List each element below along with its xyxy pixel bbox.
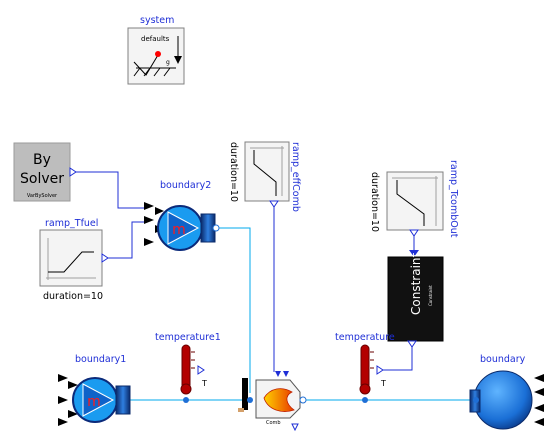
ramp-tcombout-block[interactable]: ramp_TcombOut duration=10: [369, 160, 459, 238]
by-solver-output-port[interactable]: [69, 167, 77, 177]
boundary-input-arrow-2: [534, 388, 544, 396]
boundary1-input-arrow-5: [58, 418, 68, 426]
fluid-line-boundary2-combustor[interactable]: [219, 227, 251, 393]
temperature-sensor[interactable]: temperature T: [335, 332, 395, 403]
boundary2-input-arrow-1: [144, 202, 154, 210]
temperature1-output-port[interactable]: [197, 365, 205, 375]
signal-line-ramptfuel-boundary2[interactable]: [108, 221, 146, 259]
temperature-port-label: T: [380, 379, 386, 388]
boundary2-input-arrow-5: [144, 238, 154, 246]
temperature1-thermometer-icon: [181, 344, 191, 390]
by-solver-block[interactable]: By Solver VarBySolver: [13, 142, 77, 202]
system-label: system: [140, 15, 174, 26]
signal-line-bysolver-boundary2[interactable]: [70, 171, 146, 209]
boundary-input-arrow-3: [534, 404, 544, 412]
combustor-outlet-port[interactable]: [299, 396, 307, 404]
constraint-label: Constraint: [409, 252, 423, 315]
boundary-label: boundary: [480, 354, 526, 365]
boundary1-m-symbol: m: [87, 394, 101, 410]
combustor-block[interactable]: Comb: [238, 371, 307, 432]
temperature1-sensor[interactable]: temperature1 T: [155, 332, 221, 403]
ramp-effcomb-output-port[interactable]: [269, 200, 279, 208]
boundary1-input-arrow-1: [58, 374, 68, 382]
boundary-input-arrow-4: [534, 418, 544, 426]
boundary2-input-arrow-2: [144, 216, 154, 224]
combustor-caption: Comb: [266, 420, 281, 426]
system-block[interactable]: system defaults g: [127, 15, 185, 85]
ramp-effcomb-block[interactable]: ramp_effComb duration=10: [228, 141, 301, 212]
boundary2-fluid-port[interactable]: [212, 224, 220, 232]
ramp-tfuel-label: ramp_Tfuel: [45, 218, 98, 229]
connections: [70, 171, 476, 401]
combustor-inlet-flange: [242, 378, 248, 410]
ramp-tfuel-block[interactable]: ramp_Tfuel duration=10: [39, 218, 109, 302]
temperature1-port-label: T: [201, 379, 207, 388]
temperature1-label: temperature1: [155, 332, 221, 343]
boundary1-input-arrow-3: [58, 396, 68, 404]
ramp-effcomb-label: ramp_effComb: [290, 142, 301, 212]
boundary1-input-arrow-2: [68, 381, 78, 389]
boundary-input-arrow-1: [534, 374, 544, 382]
system-defaults-text: defaults: [141, 35, 170, 43]
combustor-output-port[interactable]: [291, 423, 299, 432]
boundary1-label: boundary1: [75, 354, 126, 365]
ramp-tcombout-param: duration=10: [369, 172, 380, 232]
ramp-tcombout-label: ramp_TcombOut: [448, 160, 459, 238]
ramp-tcombout-output-port[interactable]: [409, 229, 419, 237]
system-ball-icon: [155, 51, 161, 57]
ramp-tfuel-output-port[interactable]: [101, 253, 109, 263]
boundary-fluid-port[interactable]: [473, 397, 479, 403]
temperature-output-port[interactable]: [376, 365, 384, 375]
temperature-label: temperature: [335, 332, 395, 343]
boundary1-port-flange: [115, 385, 131, 415]
constraint-input-port[interactable]: [409, 250, 419, 257]
boundary1-input-arrow-4: [68, 410, 78, 418]
by-solver-caption: VarBySolver: [27, 193, 58, 199]
boundary-reservoir-icon: [473, 370, 533, 430]
boundary2-block[interactable]: boundary2 m: [144, 180, 220, 251]
combustor-inlet-port[interactable]: [247, 397, 253, 403]
boundary2-m-symbol: m: [172, 222, 186, 238]
boundary1-block[interactable]: boundary1 m: [58, 354, 131, 426]
boundary-block[interactable]: boundary: [469, 354, 544, 430]
boundary2-input-arrow-3: [155, 207, 164, 215]
constraint-caption: Constraint: [428, 285, 433, 306]
constraint-output-port[interactable]: [407, 340, 417, 348]
boundary2-label: boundary2: [160, 180, 211, 191]
signal-line-temperature-constraint[interactable]: [383, 344, 413, 371]
combustor-flame-icon: [263, 388, 295, 412]
ramp-tfuel-param: duration=10: [43, 291, 103, 302]
ramp-effcomb-param: duration=10: [228, 142, 239, 202]
combustor-signal-port-2[interactable]: [283, 371, 289, 377]
temperature1-fluid-port[interactable]: [183, 397, 189, 403]
temperature-fluid-port[interactable]: [362, 397, 368, 403]
gravity-arrow-icon: [174, 56, 182, 64]
combustor-signal-port-1[interactable]: [275, 371, 281, 377]
by-solver-line2: Solver: [20, 171, 64, 187]
temperature-thermometer-icon: [360, 344, 370, 390]
by-solver-line1: By: [33, 152, 51, 168]
system-g-text: g: [166, 59, 170, 66]
constraint-block[interactable]: Constraint Constraint: [387, 250, 444, 348]
